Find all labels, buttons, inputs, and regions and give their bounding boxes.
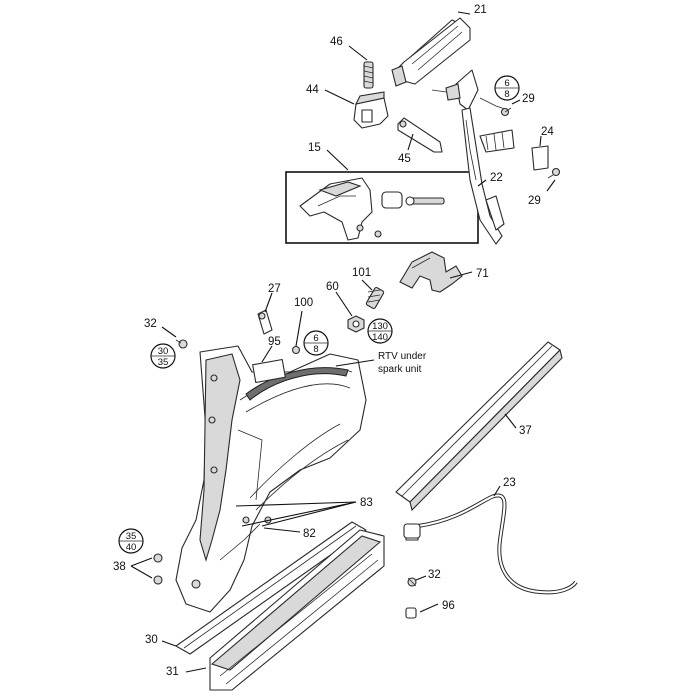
torque-6-8-top-lower: 8 [504, 89, 509, 100]
torque-6-8-top-upper: 6 [504, 78, 509, 89]
torque-35-40-upper: 35 [126, 531, 137, 542]
label-27: 27 [268, 283, 281, 295]
part-44-bracket [353, 91, 389, 129]
part-15-assembly [299, 177, 445, 241]
label-100: 100 [294, 297, 313, 309]
part-27-pin [257, 309, 273, 335]
label-44: 44 [306, 84, 319, 96]
part-96-plug [405, 607, 417, 619]
label-32-upper: 32 [144, 318, 157, 330]
part-46-spring [363, 61, 374, 89]
label-45: 45 [398, 153, 411, 165]
label-60: 60 [326, 281, 339, 293]
label-15: 15 [308, 142, 321, 154]
label-38: 38 [113, 561, 126, 573]
part-22-harness [431, 69, 515, 245]
label-29-lower: 29 [528, 195, 541, 207]
torque-130-140-upper: 130 [372, 321, 388, 332]
torque-badge-30-35: 30 35 [150, 343, 176, 369]
torque-30-35-lower: 35 [158, 357, 169, 368]
part-31-magazine [209, 529, 385, 691]
label-23: 23 [503, 477, 516, 489]
label-83: 83 [360, 497, 373, 509]
torque-30-35-upper: 30 [158, 346, 169, 357]
rtv-note-line1: RTV under [378, 351, 427, 362]
torque-35-40-lower: 40 [126, 542, 137, 553]
part-38-washers [153, 553, 163, 585]
label-31: 31 [166, 666, 179, 678]
part-101-spring [365, 287, 385, 309]
part-24-plate [531, 145, 549, 171]
label-30: 30 [145, 634, 158, 646]
part-37-rail [395, 341, 563, 512]
main-body-frame [175, 345, 367, 613]
torque-badge-130-140: 130 140 [367, 318, 393, 344]
label-29-upper: 29 [522, 93, 535, 105]
torque-badge-6-8-top: 6 8 [494, 75, 520, 101]
label-46: 46 [330, 36, 343, 48]
torque-badge-35-40: 35 40 [118, 528, 144, 554]
label-101: 101 [352, 267, 371, 279]
part-21-cover [391, 17, 471, 87]
label-95: 95 [268, 336, 281, 348]
label-82: 82 [303, 528, 316, 540]
label-21: 21 [474, 4, 487, 16]
label-71: 71 [476, 268, 489, 280]
part-71-tube [399, 251, 463, 293]
part-30-guide [175, 521, 367, 655]
part-23-cable [403, 493, 578, 595]
label-32-lower: 32 [428, 569, 441, 581]
part-29-lower-screw [547, 167, 561, 179]
part-100-screw [291, 345, 301, 355]
label-37: 37 [519, 425, 532, 437]
torque-6-8-mid-lower: 8 [313, 344, 318, 355]
part-60-nut [347, 315, 365, 333]
part-45-link [397, 117, 443, 153]
label-22: 22 [490, 172, 503, 184]
torque-6-8-mid-upper: 6 [313, 333, 318, 344]
part-32-upper-screw [175, 339, 188, 349]
torque-130-140-lower: 140 [372, 332, 388, 343]
part-29-upper-screw [500, 107, 512, 117]
label-24: 24 [541, 126, 554, 138]
label-96: 96 [442, 600, 455, 612]
rtv-note-line2: spark unit [378, 364, 422, 375]
torque-badge-6-8-mid: 6 8 [303, 330, 329, 356]
part-32-lower-screw [407, 577, 417, 587]
